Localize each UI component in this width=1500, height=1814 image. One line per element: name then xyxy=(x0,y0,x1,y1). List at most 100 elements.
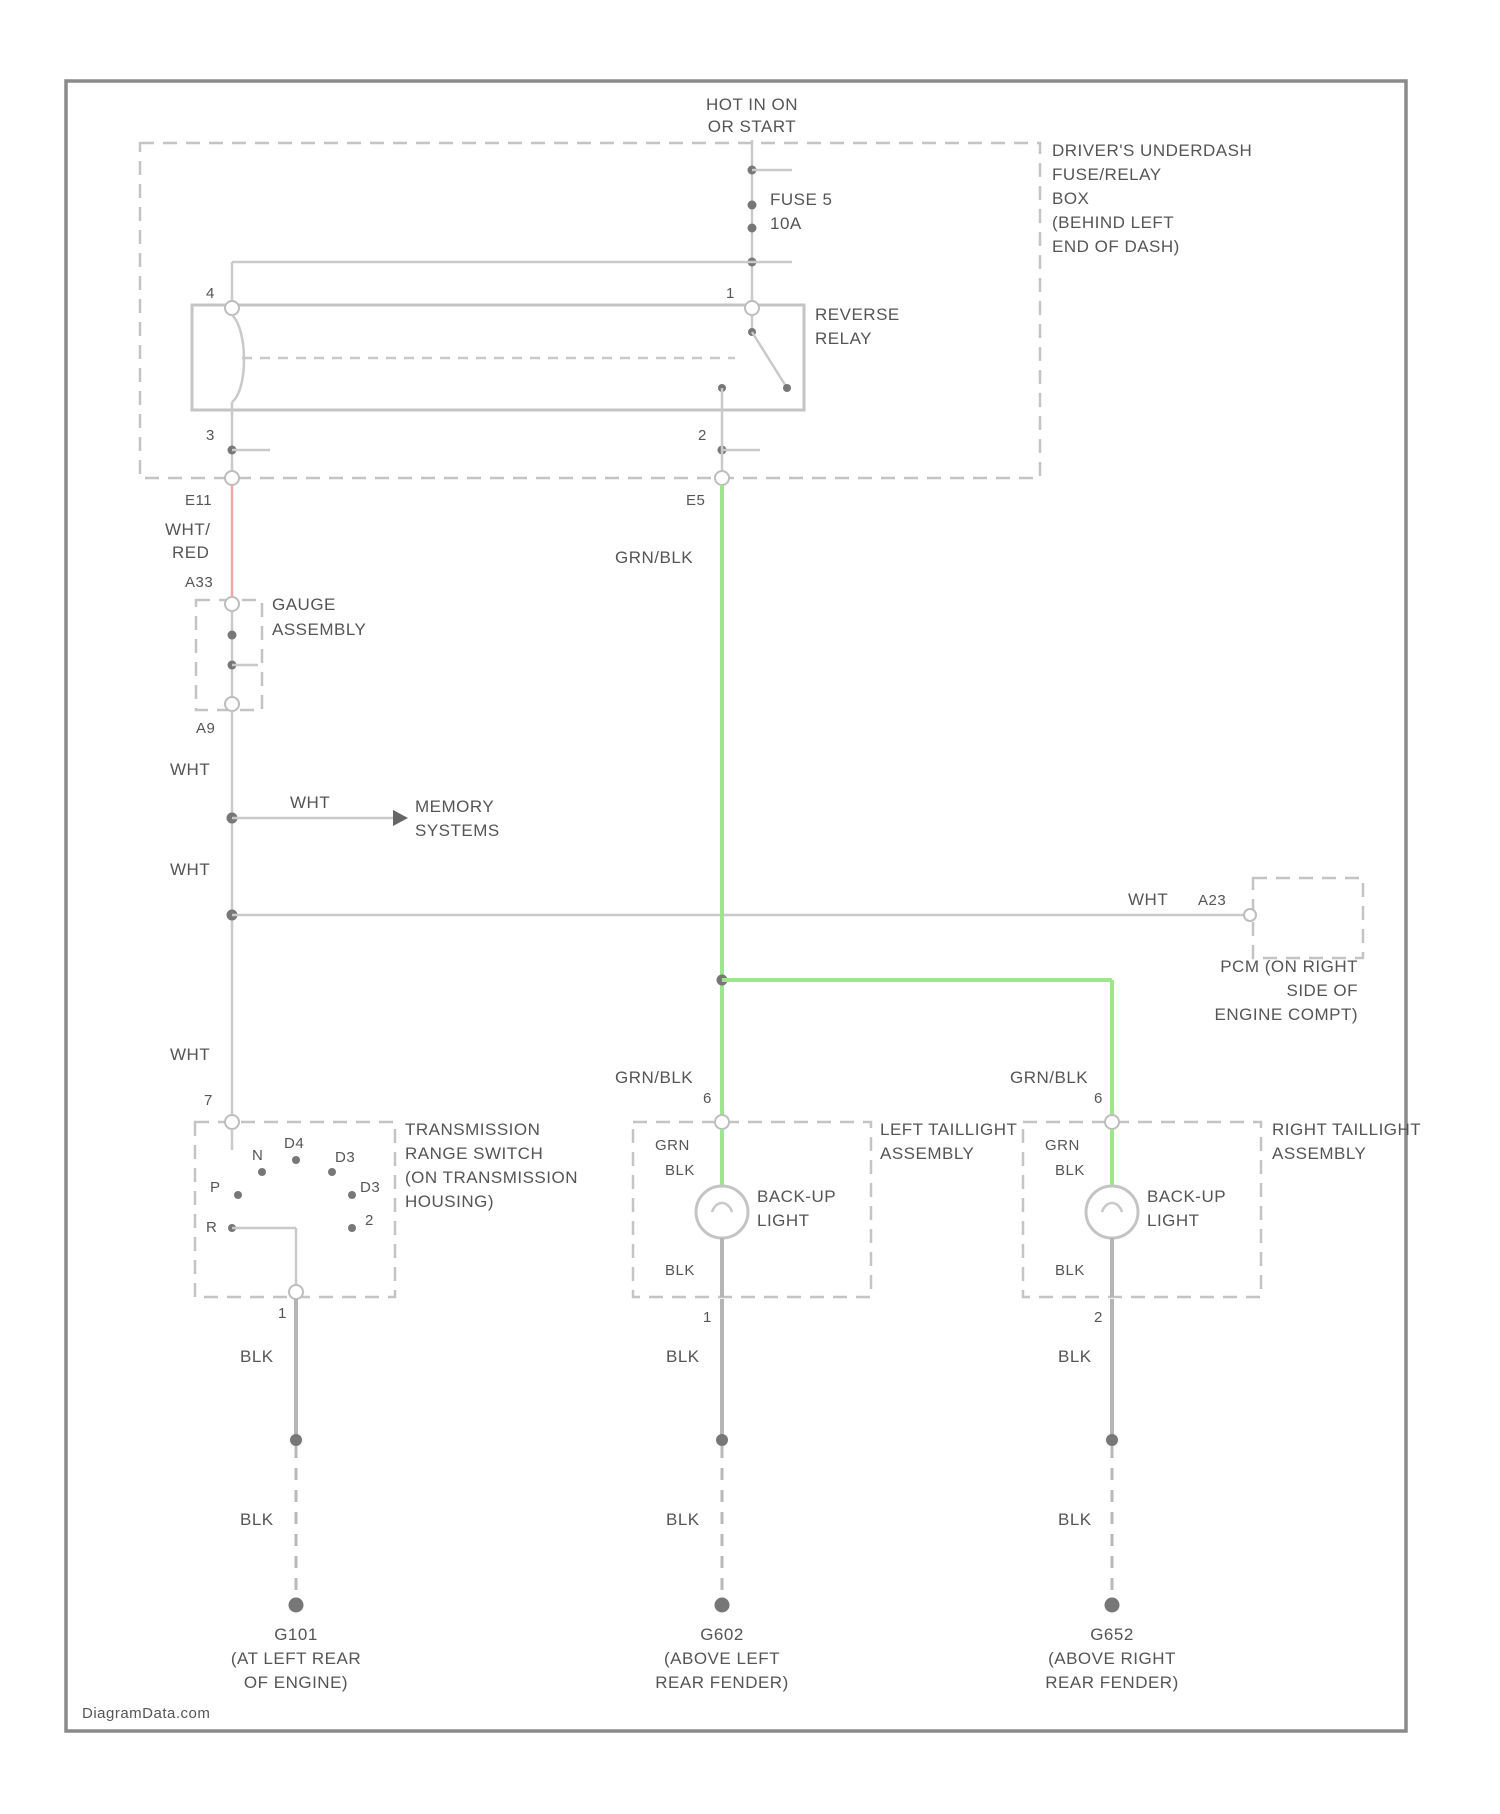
reverse-relay-label-1: REVERSE xyxy=(815,305,900,324)
right-tail-wire-grn: GRN xyxy=(1045,1137,1080,1154)
g602-blk-label-1: BLK xyxy=(666,1347,700,1366)
gauge-assembly-box xyxy=(196,600,262,710)
fuse-relay-box xyxy=(140,143,1040,478)
fuse-mid-dot xyxy=(748,201,757,210)
fuse-label-1: FUSE 5 xyxy=(770,190,833,209)
trs-contact-n xyxy=(292,1156,300,1164)
wire-label-wht-2: WHT xyxy=(170,860,210,879)
g101-label-1: G101 xyxy=(274,1625,318,1644)
g602-ground-point xyxy=(715,1598,730,1613)
g602-splice xyxy=(716,1434,728,1446)
left-tail-label-2: ASSEMBLY xyxy=(880,1144,974,1163)
connector-e11: E11 xyxy=(185,492,212,509)
left-tail-pin-1: 1 xyxy=(703,1309,712,1326)
right-backup-label-1: BACK-UP xyxy=(1147,1187,1226,1206)
memory-label-2: SYSTEMS xyxy=(415,821,500,840)
trs-label-p: P xyxy=(210,1179,221,1196)
left-tail-wire-blk-top: BLK xyxy=(665,1162,695,1179)
right-backup-bulb xyxy=(1086,1186,1138,1238)
trs-label-1: TRANSMISSION xyxy=(405,1120,540,1139)
g101-blk-label-2: BLK xyxy=(240,1510,274,1529)
g652-blk-label-1: BLK xyxy=(1058,1347,1092,1366)
power-source-label-1: HOT IN ON xyxy=(706,95,798,114)
gauge-label-2: ASSEMBLY xyxy=(272,620,366,639)
trs-label-4: HOUSING) xyxy=(405,1192,494,1211)
connector-e11-pin xyxy=(225,471,239,485)
trs-pin-bottom xyxy=(289,1285,303,1299)
trs-label-2-line: RANGE SWITCH xyxy=(405,1144,543,1163)
trs-label-d4b: D3 xyxy=(335,1149,355,1166)
watermark: DiagramData.com xyxy=(82,1705,210,1722)
g652-ground-point xyxy=(1105,1598,1120,1613)
pcm-label-2: SIDE OF xyxy=(1286,981,1358,1000)
trs-label-n: N xyxy=(252,1147,263,1164)
trs-label-d3: D3 xyxy=(360,1179,380,1196)
g652-label-3: REAR FENDER) xyxy=(1045,1673,1179,1692)
gauge-pin-top xyxy=(225,597,239,611)
wire-label-wht-pcm: WHT xyxy=(1128,890,1168,909)
wire-label-wht-3: WHT xyxy=(170,1045,210,1064)
wire-label-wht-red-2: RED xyxy=(172,543,209,562)
left-backup-label-1: BACK-UP xyxy=(757,1187,836,1206)
pcm-box xyxy=(1253,878,1363,958)
fuse-box-label-5: END OF DASH) xyxy=(1052,237,1180,256)
g101-label-2: (AT LEFT REAR xyxy=(231,1649,361,1668)
trs-label-2: 2 xyxy=(365,1212,374,1229)
relay-pin-2: 2 xyxy=(698,427,707,444)
wire-label-wht-red-1: WHT/ xyxy=(165,520,210,539)
right-tail-wire-blk-bottom: BLK xyxy=(1055,1262,1085,1279)
right-backup-label-2: LIGHT xyxy=(1147,1211,1200,1230)
right-tail-wire-blk-top: BLK xyxy=(1055,1162,1085,1179)
g101-ground-point xyxy=(289,1598,304,1613)
connector-e5: E5 xyxy=(686,492,705,509)
g602-label-3: REAR FENDER) xyxy=(655,1673,789,1692)
trs-pin-1: 1 xyxy=(278,1305,287,1322)
fuse-box-label-2: FUSE/RELAY xyxy=(1052,165,1162,184)
left-backup-label-2: LIGHT xyxy=(757,1211,810,1230)
memory-label-1: MEMORY xyxy=(415,797,494,816)
connector-e5-pin xyxy=(715,471,729,485)
trs-label-3: (ON TRANSMISSION xyxy=(405,1168,578,1187)
gauge-label-1: GAUGE xyxy=(272,595,336,614)
wire-label-grn-blk-right: GRN/BLK xyxy=(1010,1068,1088,1087)
g602-label-2: (ABOVE LEFT xyxy=(664,1649,780,1668)
trs-contact-d3 xyxy=(348,1191,356,1199)
wire-label-wht-1: WHT xyxy=(170,760,210,779)
trs-contact-2 xyxy=(348,1224,356,1232)
memory-arrow xyxy=(393,810,408,826)
relay-pin-1: 1 xyxy=(726,285,735,302)
trs-pin-top xyxy=(225,1115,239,1129)
trs-pin-7: 7 xyxy=(204,1092,213,1109)
wire-label-grn-blk-main: GRN/BLK xyxy=(615,548,693,567)
trs-label-r: R xyxy=(206,1219,217,1236)
g602-blk-label-2: BLK xyxy=(666,1510,700,1529)
relay-pin-3: 3 xyxy=(206,427,215,444)
relay-switch-tip xyxy=(783,384,791,392)
g101-blk-label-1: BLK xyxy=(240,1347,274,1366)
trs-label-d4: D4 xyxy=(284,1135,304,1152)
left-tail-pin-6: 6 xyxy=(703,1090,712,1107)
g101-splice xyxy=(290,1434,302,1446)
fuse-box-label-1: DRIVER'S UNDERDASH xyxy=(1052,141,1252,160)
g652-splice xyxy=(1106,1434,1118,1446)
fuse-box-label-3: BOX xyxy=(1052,189,1089,208)
fuse-box-label-4: (BEHIND LEFT xyxy=(1052,213,1174,232)
relay-switch-blade xyxy=(752,332,787,388)
relay-pin-1-terminal xyxy=(745,301,759,315)
relay-pin-4: 4 xyxy=(206,285,215,302)
left-tail-wire-grn: GRN xyxy=(655,1137,690,1154)
pcm-pin xyxy=(1244,909,1256,921)
connector-a33: A33 xyxy=(185,574,213,591)
trs-contact-p xyxy=(234,1191,242,1199)
g652-blk-label-2: BLK xyxy=(1058,1510,1092,1529)
g652-label-1: G652 xyxy=(1090,1625,1134,1644)
fuse-label-2: 10A xyxy=(770,214,802,233)
connector-a9: A9 xyxy=(196,720,215,737)
right-tail-pin-top xyxy=(1105,1115,1119,1129)
gauge-dot-1 xyxy=(228,631,237,640)
fuse-low-dot xyxy=(748,224,757,233)
right-tail-pin-6: 6 xyxy=(1094,1090,1103,1107)
relay-pin-4-terminal xyxy=(225,301,239,315)
left-tail-pin-top xyxy=(715,1115,729,1129)
